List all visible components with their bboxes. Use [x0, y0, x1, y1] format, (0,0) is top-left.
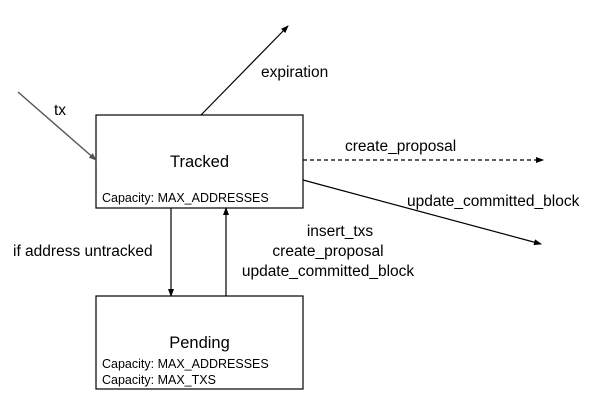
insert-txs-label: insert_txs	[307, 223, 374, 240]
update-committed-block-arrow	[302, 179, 542, 246]
tracked-title: Tracked	[170, 153, 229, 171]
expiration-label: expiration	[261, 64, 328, 81]
pending-box	[95, 295, 304, 390]
tracked-box	[95, 114, 304, 209]
expiration-arrow	[200, 25, 289, 116]
tx-label: tx	[54, 102, 66, 119]
pending-capacity-txs: Capacity: MAX_TXS	[102, 373, 216, 387]
pending-capacity-addresses: Capacity: MAX_ADDRESSES	[102, 357, 269, 371]
return-update-committed-block-label: update_committed_block	[242, 263, 415, 280]
pending-title: Pending	[169, 334, 230, 352]
update-committed-block-label: update_committed_block	[407, 193, 580, 210]
tx-arrow	[17, 91, 97, 161]
return-create-proposal-label: create_proposal	[272, 243, 383, 260]
if-address-untracked-label: if address untracked	[13, 243, 153, 260]
tracked-capacity: Capacity: MAX_ADDRESSES	[102, 191, 269, 205]
create-proposal-label: create_proposal	[345, 138, 456, 155]
